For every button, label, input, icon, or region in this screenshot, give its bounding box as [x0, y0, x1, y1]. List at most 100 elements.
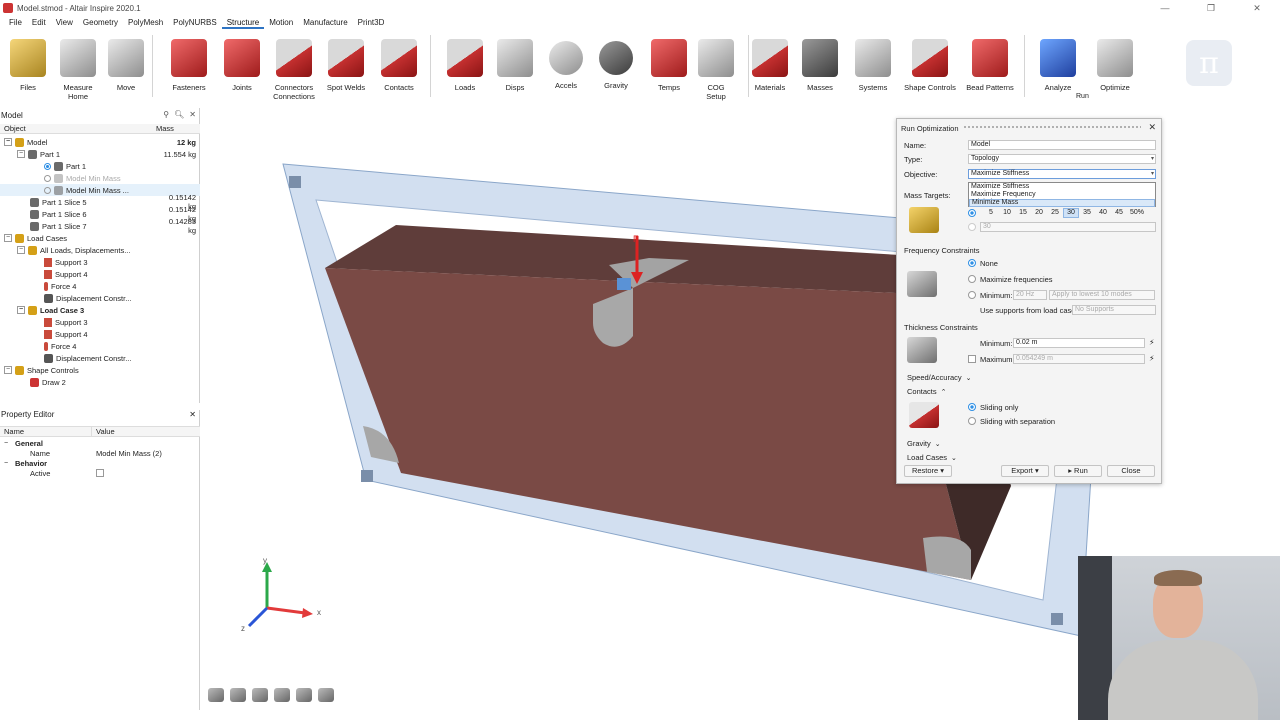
tree-row-force[interactable]: Force 4: [0, 340, 200, 352]
menu-motion[interactable]: Motion: [269, 18, 294, 27]
search-icon[interactable]: 🔍︎: [174, 110, 185, 119]
fasteners-tool[interactable]: Fasteners: [161, 39, 217, 92]
type-select[interactable]: Topology▾: [968, 154, 1156, 164]
collapse-icon[interactable]: −: [4, 439, 9, 447]
tree-row-load-case-3[interactable]: −Load Case 3: [17, 305, 85, 315]
col-name[interactable]: Name: [0, 427, 92, 436]
sliding-separation-radio[interactable]: [968, 417, 976, 425]
mass-percent-option[interactable]: 5: [989, 209, 993, 216]
radio-icon[interactable]: [44, 174, 51, 182]
contacts-tool[interactable]: Contacts: [371, 39, 427, 92]
lightning-icon[interactable]: ⚡︎: [1149, 354, 1155, 363]
option-maximize-stiffness[interactable]: Maximize Stiffness: [971, 183, 1030, 190]
support-corner-right[interactable]: [923, 536, 971, 581]
measure-home-tool[interactable]: Measure Home: [50, 39, 106, 101]
support-icon[interactable]: [361, 470, 373, 482]
close-icon[interactable]: ✕: [189, 110, 196, 119]
joints-tool[interactable]: Joints: [214, 39, 270, 92]
cog-setup-tool[interactable]: COG Setup: [688, 39, 744, 101]
menu-polynurbs[interactable]: PolyNURBS: [173, 18, 217, 27]
freq-apply-select[interactable]: Apply to lowest 10 modes: [1049, 290, 1155, 300]
run-button[interactable]: ▸ Run: [1054, 465, 1102, 477]
freq-min-input[interactable]: 20 Hz: [1013, 290, 1047, 300]
tree-row-support[interactable]: Support 4: [0, 268, 200, 280]
mass-percent-option[interactable]: 50%: [1129, 209, 1144, 216]
restore-button[interactable]: Restore ▾: [904, 465, 952, 477]
temps-tool[interactable]: Temps: [641, 39, 697, 92]
gravity-tool[interactable]: Gravity: [588, 39, 644, 90]
menu-view[interactable]: View: [55, 18, 73, 27]
support-icon[interactable]: [1051, 613, 1063, 625]
drag-grip[interactable]: [963, 125, 1141, 130]
mass-percent-option[interactable]: 15: [1019, 209, 1027, 216]
bead-patterns-tool[interactable]: Bead Patterns: [962, 39, 1018, 92]
collapse-icon[interactable]: −: [4, 234, 12, 242]
loads-tool[interactable]: Loads: [437, 39, 493, 92]
masses-tool[interactable]: Masses: [792, 39, 848, 92]
freq-maximize-radio[interactable]: [968, 275, 976, 283]
section-view-icon[interactable]: [252, 688, 268, 702]
mass-custom-radio[interactable]: [968, 223, 976, 231]
freq-supports-select[interactable]: No Supports: [1072, 305, 1156, 315]
shape-controls-tool[interactable]: Shape Controls: [902, 39, 958, 92]
col-mass[interactable]: Mass: [156, 124, 174, 133]
gravity-toggle[interactable]: Gravity⌄: [907, 439, 941, 448]
filter-icon[interactable]: ⚲: [163, 110, 170, 119]
menu-edit[interactable]: Edit: [31, 18, 46, 27]
thickness-max-input[interactable]: 0.054249 m: [1013, 354, 1145, 364]
col-value[interactable]: Value: [96, 427, 115, 436]
view-cube-icon[interactable]: [230, 688, 246, 702]
group-behavior[interactable]: −Behavior: [4, 458, 48, 468]
accels-tool[interactable]: Accels: [538, 39, 594, 90]
active-checkbox[interactable]: [96, 469, 104, 477]
mass-percent-option-selected[interactable]: 30: [1063, 208, 1079, 218]
slice-front[interactable]: [593, 288, 633, 347]
tree-row-displacement[interactable]: Displacement Constr...: [0, 352, 200, 364]
objective-select[interactable]: Maximize Stiffness▾: [968, 169, 1156, 179]
close-icon[interactable]: ✕: [189, 410, 196, 419]
minimize-icon[interactable]: —: [1160, 3, 1170, 13]
load-marker[interactable]: [617, 278, 631, 290]
col-object[interactable]: Object: [4, 124, 26, 133]
name-input[interactable]: Model: [968, 140, 1156, 150]
close-icon[interactable]: ✕: [1148, 122, 1156, 132]
analyze-tool[interactable]: Analyze: [1030, 39, 1086, 92]
mass-percent-option[interactable]: 45: [1115, 209, 1123, 216]
tree-row-all-loads[interactable]: −All Loads, Displacements...: [17, 245, 131, 255]
files-tool[interactable]: Files: [0, 39, 56, 92]
move-tool[interactable]: Move: [98, 39, 154, 92]
menu-manufacture[interactable]: Manufacture: [303, 18, 348, 27]
group-general[interactable]: −General: [4, 438, 43, 448]
mass-percent-radio[interactable]: [968, 209, 976, 217]
thickness-max-checkbox[interactable]: [968, 355, 976, 363]
tree-row-support[interactable]: Support 4: [0, 328, 200, 340]
tree-row-shape-controls[interactable]: −Shape Controls: [4, 365, 79, 375]
sliding-only-radio[interactable]: [968, 403, 976, 411]
tree-row-part-config[interactable]: Part 1: [0, 160, 200, 172]
freq-none-radio[interactable]: [968, 259, 976, 267]
tree-row-displacement[interactable]: Displacement Constr...: [0, 292, 200, 304]
zoom-icon[interactable]: [296, 688, 312, 702]
menu-print3d[interactable]: Print3D: [357, 18, 385, 27]
tree-row-min-mass[interactable]: Model Min Mass: [0, 172, 200, 184]
collapse-icon[interactable]: −: [4, 366, 12, 374]
option-maximize-frequency[interactable]: Maximize Frequency: [971, 191, 1036, 198]
menu-file[interactable]: File: [9, 18, 22, 27]
disps-tool[interactable]: Disps: [487, 39, 543, 92]
tree-row-draw[interactable]: Draw 2: [0, 376, 200, 388]
mass-percent-option[interactable]: 10: [1003, 209, 1011, 216]
close-window-icon[interactable]: ✕: [1253, 2, 1261, 13]
tree-row-support[interactable]: Support 3: [0, 256, 200, 268]
tree-row-load-cases[interactable]: −Load Cases: [4, 233, 68, 243]
collapse-icon[interactable]: −: [4, 459, 9, 467]
menu-structure[interactable]: Structure: [221, 16, 265, 29]
tree-row-support[interactable]: Support 3: [0, 316, 200, 328]
collapse-icon[interactable]: −: [17, 246, 25, 254]
connectors-tool[interactable]: Connectors Connections: [266, 39, 322, 101]
menu-polymesh[interactable]: PolyMesh: [128, 18, 164, 27]
property-name-value[interactable]: Model Min Mass (2): [96, 448, 162, 458]
speed-accuracy-toggle[interactable]: Speed/Accuracy⌄: [907, 373, 972, 382]
option-minimize-mass[interactable]: Minimize Mass: [969, 199, 1155, 207]
